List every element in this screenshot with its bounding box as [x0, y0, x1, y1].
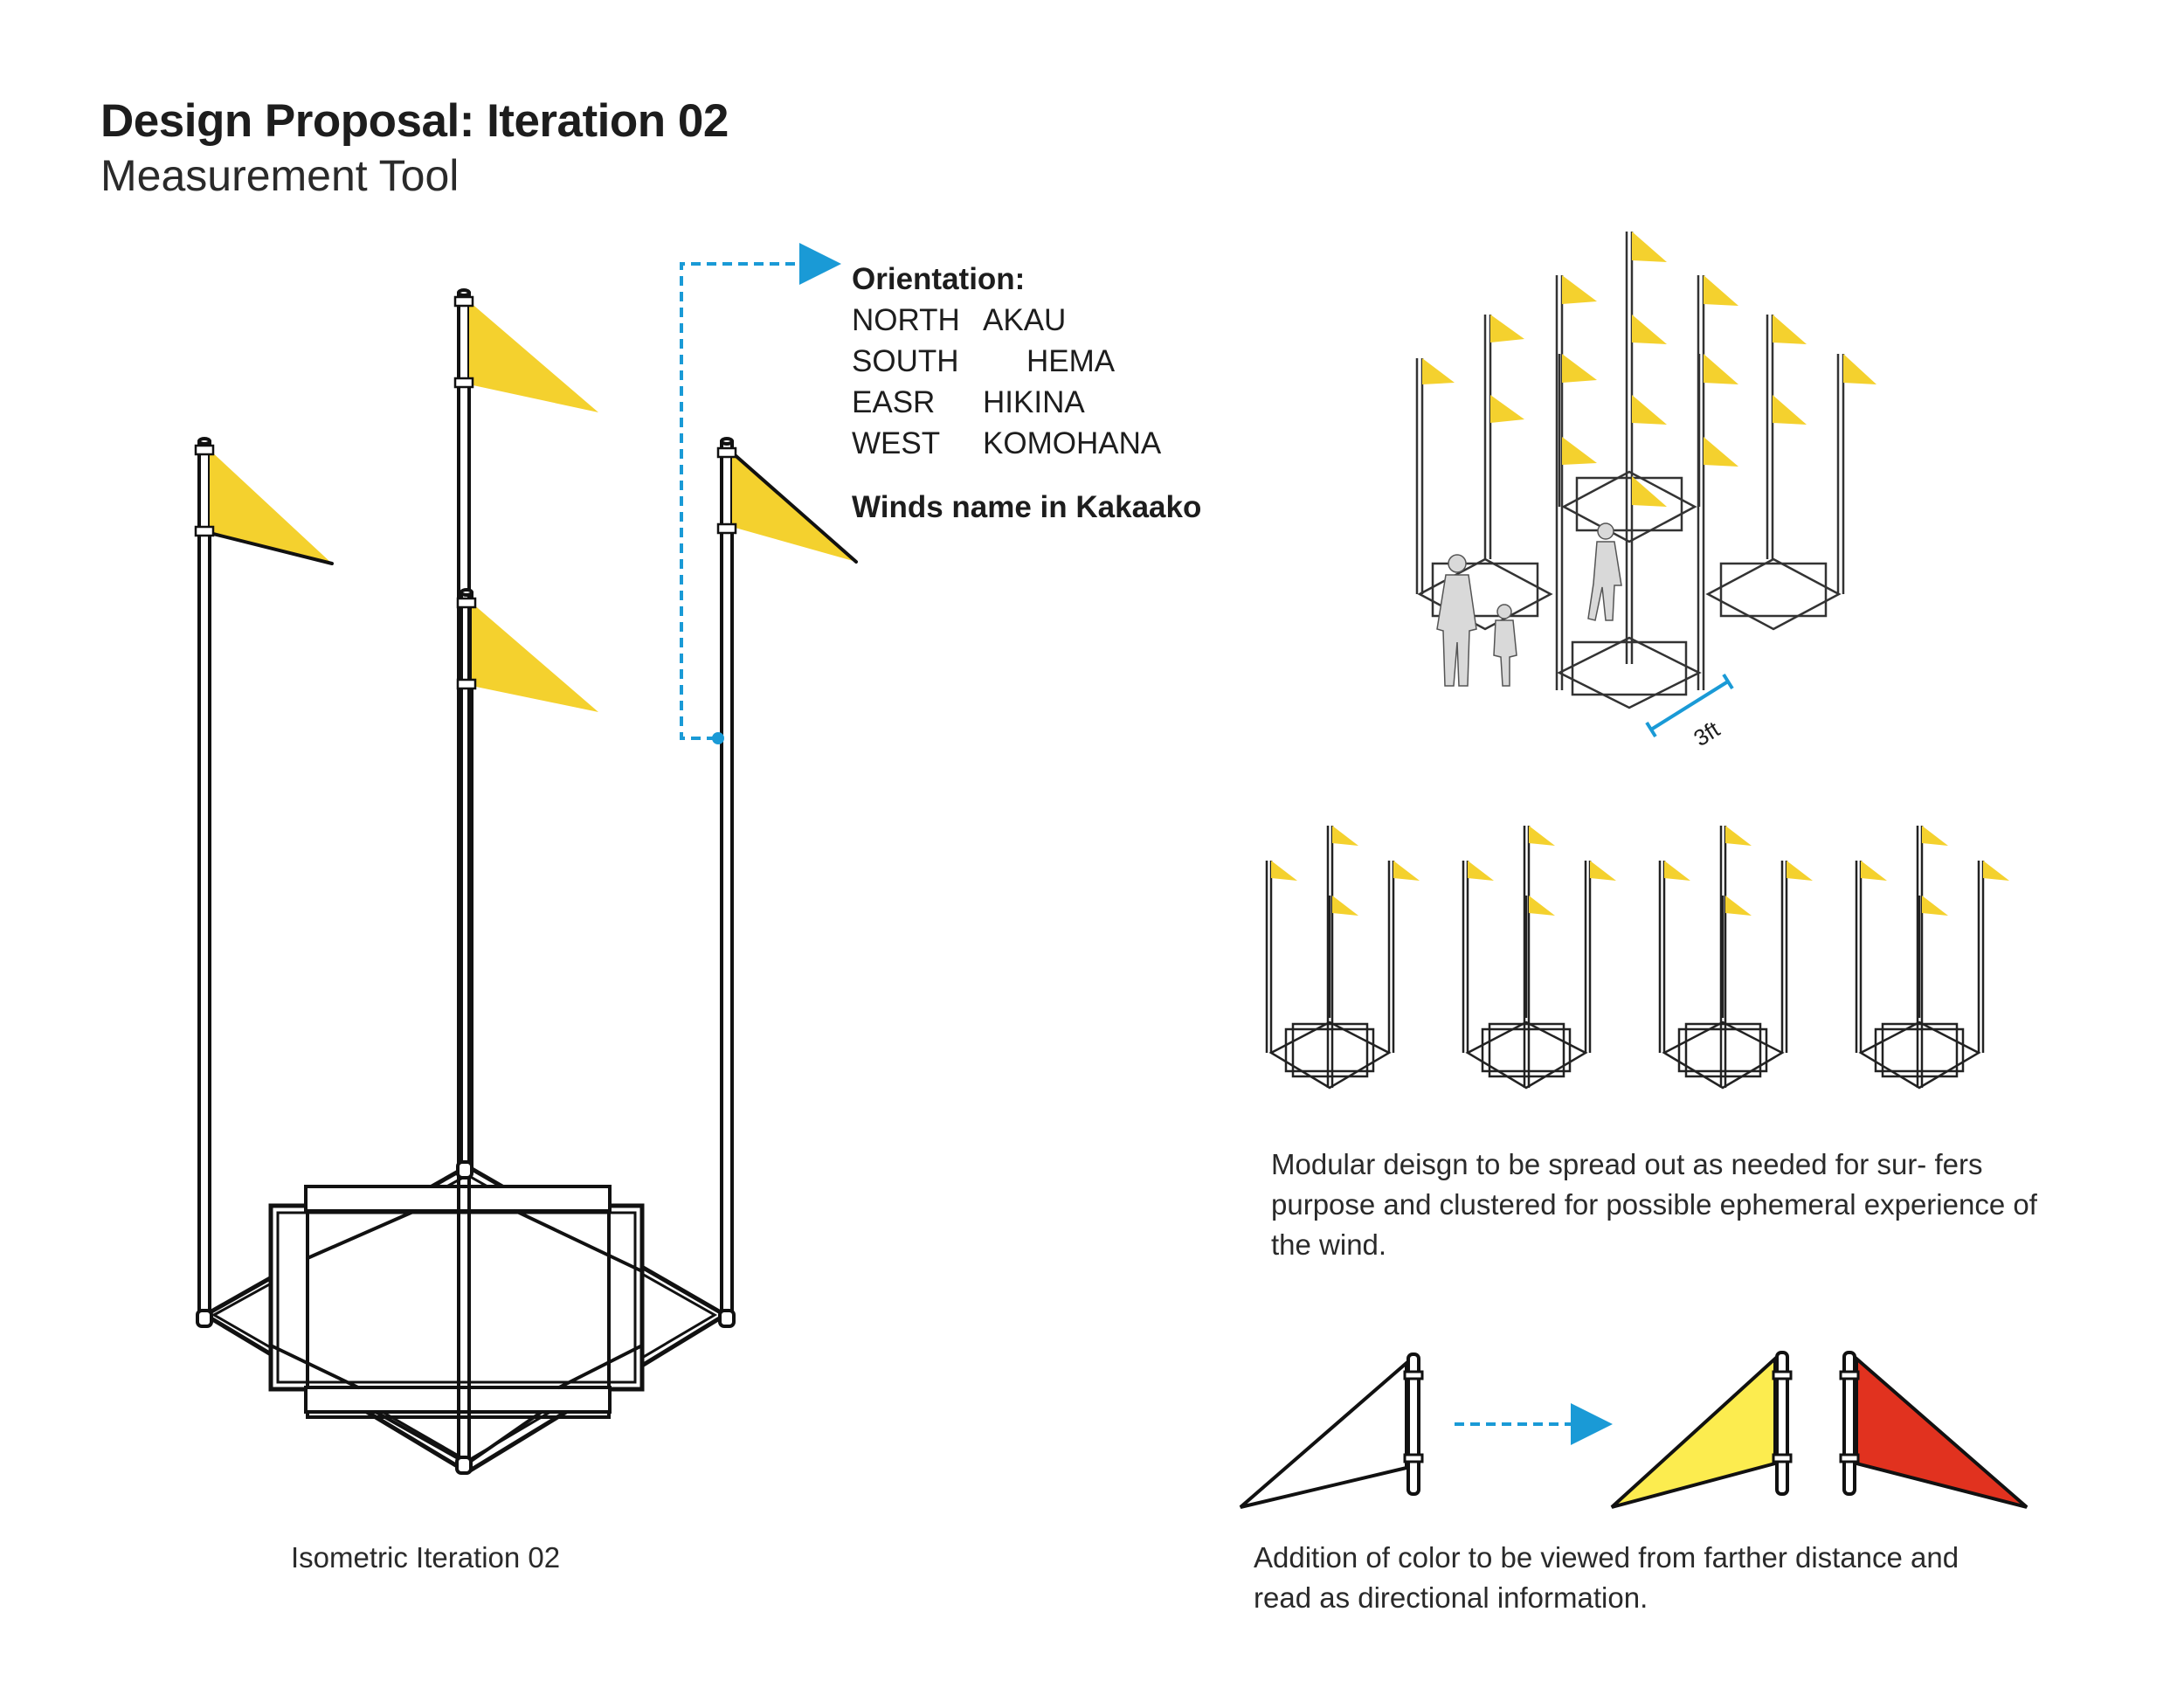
module-unit: [1855, 826, 2009, 1090]
orientation-row: EASR HIKINA: [852, 382, 1201, 423]
outline-flag: [1239, 1352, 1424, 1509]
module-unit: [1658, 826, 1813, 1090]
direction-english: NORTH: [852, 303, 960, 337]
flags: [194, 295, 858, 712]
page-title: Design Proposal: Iteration 02: [100, 95, 729, 147]
orientation-leader: [680, 243, 841, 744]
flag-color-comparison: [1239, 1351, 2028, 1509]
modular-caption: Modular deisgn to be spread out as neede…: [1271, 1148, 2037, 1261]
orientation-heading: Orientation:: [852, 262, 1026, 296]
module-unit: [1462, 826, 1616, 1090]
cluster-flags: [1422, 232, 1876, 507]
direction-english: SOUTH: [852, 344, 959, 378]
direction-hawaiian: AKAU: [983, 303, 1067, 337]
poles: [196, 288, 736, 1475]
direction-english: WEST: [852, 426, 941, 460]
module-unit: [1265, 826, 1420, 1090]
flag-cluster: [1415, 232, 1876, 738]
direction-hawaiian: HEMA: [1026, 344, 1116, 378]
scale-label: 3ft: [1689, 716, 1724, 751]
cluster-frames: [1417, 470, 1842, 709]
direction-english: EASR: [852, 385, 936, 419]
people-silhouettes: [1436, 522, 1622, 687]
direction-hawaiian: KOMOHANA: [983, 426, 1162, 460]
orientation-row: WEST KOMOHANA: [852, 423, 1201, 464]
page-subtitle: Measurement Tool: [100, 151, 460, 200]
cluster-poles: [1415, 232, 1845, 690]
color-caption: Addition of color to be viewed from fart…: [1254, 1541, 1959, 1614]
red-flag: [1839, 1351, 2028, 1509]
rectangle-frames: [268, 1185, 645, 1465]
isometric-structure: [194, 288, 858, 1475]
orientation-row: NORTH AKAU: [852, 300, 1201, 341]
yellow-flag: [1610, 1351, 1793, 1509]
winds-note: Winds name in Kakaako: [852, 490, 1202, 524]
modular-units: [1265, 826, 2009, 1090]
scale-bar: [1645, 673, 1734, 738]
isometric-caption: Isometric Iteration 02: [291, 1541, 561, 1574]
direction-hawaiian: HIKINA: [983, 385, 1085, 419]
orientation-panel: Orientation: NORTH AKAU SOUTH HEMA EASR …: [852, 259, 1201, 528]
orientation-row: SOUTH HEMA: [852, 341, 1201, 382]
